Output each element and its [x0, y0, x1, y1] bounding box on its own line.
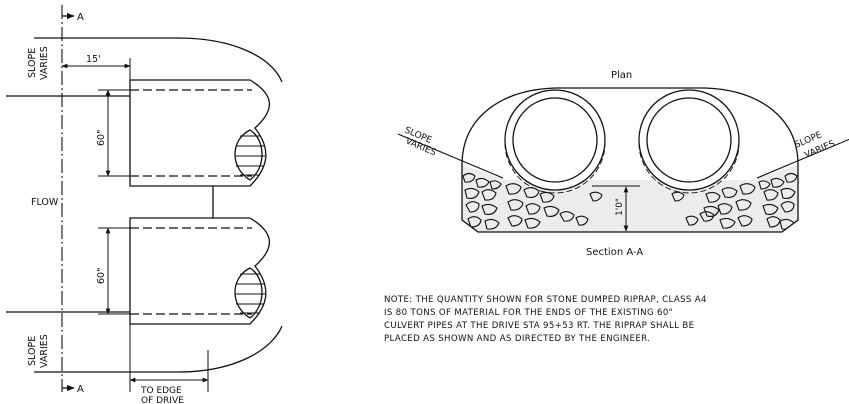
flow-label: FLOW [31, 197, 59, 208]
section-marker-top: A [77, 12, 84, 23]
depth-dimension: 1'0" [615, 198, 625, 216]
slope-label-bottom-line1: SLOPE [27, 336, 38, 366]
construction-note: NOTE: THE QUANTITY SHOWN FOR STONE DUMPE… [384, 294, 824, 346]
plan-view [6, 5, 283, 392]
edge-label-line1: TO EDGE [140, 386, 182, 396]
note-line: PLACED AS SHOWN AND AS DIRECTED BY THE E… [384, 334, 651, 344]
pipe-upper [129, 79, 271, 187]
section-apron-outline [461, 87, 799, 233]
pipe-lower [129, 217, 271, 325]
riprap-outline [34, 37, 283, 83]
section-pipe-left [504, 89, 606, 194]
slope-label-top-line2: VARIES [39, 46, 50, 80]
edge-label-line2: OF DRIVE [141, 396, 184, 404]
plan-heading: Plan [611, 70, 632, 81]
pipe-dimension-lower: 60" [96, 268, 107, 284]
pipe-dimension-upper: 60" [96, 130, 107, 146]
note-line: IS 80 TONS OF MATERIAL FOR THE ENDS OF T… [384, 308, 673, 318]
note-line: CULVERT PIPES AT THE DRIVE STA 95+53 RT.… [384, 321, 695, 331]
setback-dimension: 15' [86, 54, 101, 65]
section-pipe-right [638, 89, 740, 194]
note-line: NOTE: THE QUANTITY SHOWN FOR STONE DUMPE… [384, 295, 707, 305]
section-view [397, 87, 849, 233]
slope-label-bottom-line2: VARIES [39, 334, 50, 368]
section-caption: Section A-A [586, 247, 643, 258]
section-marker-bottom: A [77, 384, 84, 395]
slope-label-top-line1: SLOPE [27, 48, 38, 78]
